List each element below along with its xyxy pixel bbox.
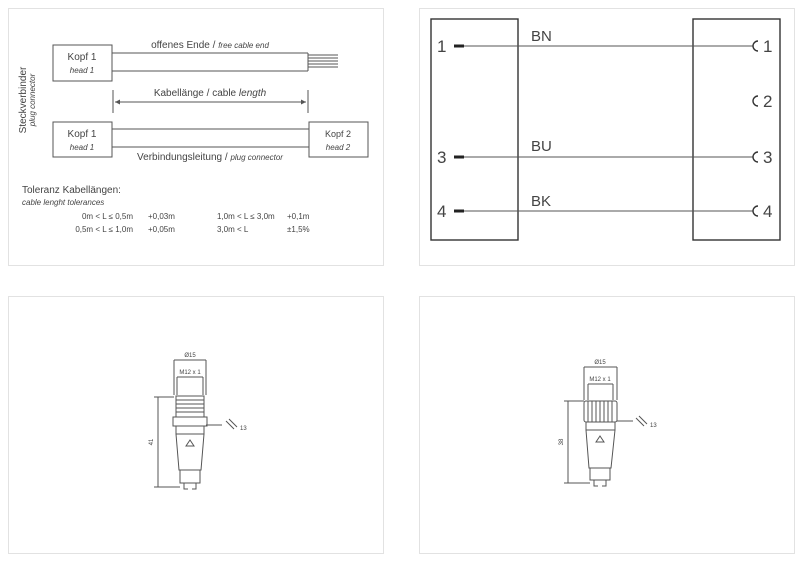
male-thread: M12 x 1 <box>179 370 201 376</box>
head1-label: Kopf 1 <box>68 52 97 63</box>
male-length: 41 <box>149 438 155 445</box>
length-label: Kabellänge / cable length <box>154 88 267 99</box>
wrench-icon <box>635 415 648 427</box>
head2-label: Kopf 2 <box>325 129 351 139</box>
svg-text:±1,5%: ±1,5% <box>287 225 310 234</box>
svg-text:1,0m < L ≤ 3,0m: 1,0m < L ≤ 3,0m <box>217 212 275 221</box>
svg-text:3,0m < L: 3,0m < L <box>217 225 249 234</box>
tolerance-title-en: cable lenght tolerances <box>22 198 104 207</box>
wire-bk-label: BK <box>531 193 551 210</box>
connector-left-box <box>430 18 519 241</box>
free-wire-ends <box>308 54 338 68</box>
male-wrench-size: 13 <box>240 426 247 432</box>
left-pin-3: 3 <box>437 148 446 167</box>
svg-text:0m < L ≤ 0,5m: 0m < L ≤ 0,5m <box>82 212 133 221</box>
wire-bu-label: BU <box>531 138 552 155</box>
svg-text:+0,1m: +0,1m <box>287 212 310 221</box>
female-connector-drawing-panel[interactable]: Ø15 M12 x 1 38 13 <box>419 296 795 554</box>
right-pin-1: 1 <box>763 37 772 56</box>
female-length: 38 <box>559 438 565 445</box>
wire-bn-label: BN <box>531 28 552 45</box>
left-pin-4: 4 <box>437 202 446 221</box>
female-thread: M12 x 1 <box>589 377 611 383</box>
male-connector-drawing <box>154 359 238 490</box>
svg-text:+0,03m: +0,03m <box>148 212 175 221</box>
male-diameter: Ø15 <box>184 353 196 359</box>
right-pin-2: 2 <box>763 92 772 111</box>
wires <box>454 40 759 217</box>
tolerance-table: 0m < L ≤ 0,5m +0,03m 0,5m < L ≤ 1,0m +0,… <box>75 212 309 234</box>
head1-box-top <box>52 44 113 82</box>
female-wrench-size: 13 <box>650 423 657 429</box>
svg-text:0,5m < L ≤ 1,0m: 0,5m < L ≤ 1,0m <box>75 225 133 234</box>
connector-right-box <box>692 18 781 241</box>
wiring-diagram-panel[interactable]: 1 3 4 1 2 3 4 BN BU BK <box>419 8 795 266</box>
cable-length-diagram-panel[interactable]: Steckverbinder plug connector Kopf 1 hea… <box>8 8 384 266</box>
left-pin-1: 1 <box>437 37 446 56</box>
right-pin-3: 3 <box>763 148 772 167</box>
head1-label-en-bottom: head 1 <box>70 143 94 152</box>
head2-label-en: head 2 <box>326 143 351 152</box>
tolerance-title: Toleranz Kabellängen: <box>22 185 121 196</box>
head1-label-en: head 1 <box>70 66 94 75</box>
male-connector-drawing-panel[interactable]: Ø15 M12 x 1 41 13 <box>8 296 384 554</box>
open-end-label: offenes Ende / free cable end <box>151 40 269 51</box>
right-pin-4: 4 <box>763 202 772 221</box>
side-label-en: plug connector <box>28 73 37 127</box>
female-connector-drawing <box>564 366 648 487</box>
female-diameter: Ø15 <box>594 360 606 366</box>
side-label: Steckverbinder <box>18 66 29 133</box>
wrench-icon <box>225 418 238 430</box>
head1-label-bottom: Kopf 1 <box>68 129 97 140</box>
svg-text:+0,05m: +0,05m <box>148 225 175 234</box>
connection-label: Verbindungsleitung / plug connector <box>137 152 283 163</box>
